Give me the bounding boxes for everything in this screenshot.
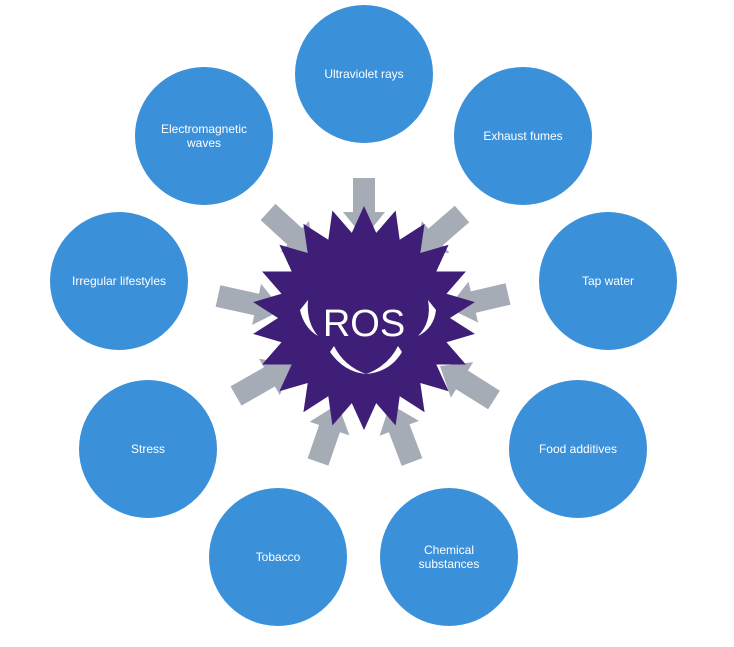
arrow-stress <box>230 358 292 406</box>
source-label-tap-water: Tap water <box>582 274 634 288</box>
source-node-exhaust: Exhaust fumes <box>454 67 592 205</box>
ros-star-group: ROS <box>253 206 475 430</box>
source-label-chemical: substances <box>419 557 480 571</box>
ros-starburst-shape <box>253 206 475 430</box>
source-circle-electromagnetic <box>135 67 273 205</box>
source-label-chemical: Chemical <box>424 543 474 557</box>
source-label-food-additives: Food additives <box>539 442 617 456</box>
source-label-tobacco: Tobacco <box>256 550 301 564</box>
source-node-tobacco: Tobacco <box>209 488 347 626</box>
source-node-ultraviolet: Ultraviolet rays <box>295 5 433 143</box>
source-label-irregular: Irregular lifestyles <box>72 274 166 288</box>
arrow-food-additives <box>440 362 500 410</box>
source-circle-tobacco <box>209 488 347 626</box>
source-circle-ultraviolet <box>295 5 433 143</box>
source-node-tap-water: Tap water <box>539 212 677 350</box>
source-circle-tap-water <box>539 212 677 350</box>
star-highlight-2 <box>330 346 366 374</box>
arrow-tobacco <box>307 404 350 466</box>
source-label-stress: Stress <box>131 442 165 456</box>
source-label-electromagnetic: waves <box>186 136 221 150</box>
arrow-chemical <box>379 404 423 466</box>
source-circle-exhaust <box>454 67 592 205</box>
source-label-ultraviolet: Ultraviolet rays <box>324 67 403 81</box>
source-node-stress: Stress <box>79 380 217 518</box>
source-node-irregular: Irregular lifestyles <box>50 212 188 350</box>
arrows-layer <box>215 178 511 466</box>
source-circle-irregular <box>50 212 188 350</box>
source-node-food-additives: Food additives <box>509 380 647 518</box>
arrow-irregular <box>215 283 282 325</box>
source-circle-stress <box>79 380 217 518</box>
star-highlight-0 <box>300 300 318 336</box>
arrow-exhaust <box>416 205 470 254</box>
source-label-electromagnetic: Electromagnetic <box>161 122 247 136</box>
star-highlight-1 <box>418 300 436 336</box>
arrow-tap-water <box>448 281 511 323</box>
arrow-electromagnetic <box>260 203 314 254</box>
source-label-exhaust: Exhaust fumes <box>483 129 562 143</box>
star-highlight-3 <box>366 346 402 374</box>
source-circle-chemical <box>380 488 518 626</box>
source-circle-food-additives <box>509 380 647 518</box>
ros-label: ROS <box>323 303 405 345</box>
